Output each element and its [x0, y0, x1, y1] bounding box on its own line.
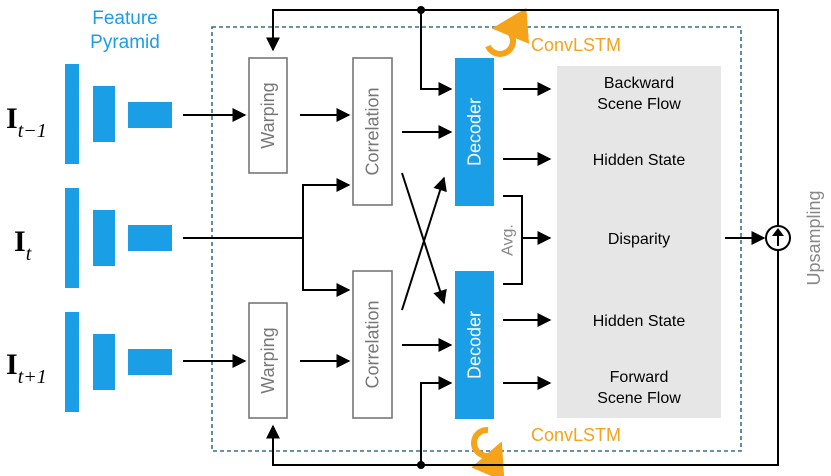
- junction-dot-top: [417, 6, 425, 14]
- svg-text:Decoder: Decoder: [465, 311, 485, 379]
- output-panel: [557, 66, 721, 418]
- output-forward-line2: Scene Flow: [597, 390, 681, 407]
- pyramid-t: [65, 188, 172, 288]
- convlstm-label-bottom: ConvLSTM: [531, 425, 621, 445]
- decoder-block-top: Decoder: [455, 58, 494, 206]
- input-label-t-plus-1: It+1: [6, 348, 47, 388]
- decoder-block-bottom: Decoder: [455, 271, 494, 419]
- svg-text:Correlation: Correlation: [363, 300, 383, 388]
- warping-block-bottom: Warping: [248, 302, 288, 419]
- input-label-t: It: [14, 225, 32, 265]
- input-label-t-minus-1: It−1: [6, 102, 47, 142]
- pyramid-t-plus-1: [65, 312, 172, 412]
- output-forward-line1: Forward: [610, 369, 669, 386]
- output-disparity: Disparity: [608, 231, 670, 248]
- pyramid-title-line2: Pyramid: [90, 32, 160, 53]
- junction-dot-bottom: [417, 461, 425, 469]
- warping-block-top: Warping: [248, 57, 288, 174]
- svg-text:Correlation: Correlation: [363, 87, 383, 175]
- output-hidden-state-bottom: Hidden State: [593, 313, 686, 330]
- svg-text:Warping: Warping: [258, 327, 278, 393]
- avg-label: Avg.: [500, 224, 517, 256]
- convlstm-label-top: ConvLSTM: [531, 35, 621, 55]
- svg-text:Decoder: Decoder: [465, 98, 485, 166]
- convlstm-loop-bottom: [471, 426, 505, 476]
- upsampling-label: Upsampling: [804, 190, 824, 285]
- svg-text:Warping: Warping: [258, 82, 278, 148]
- connection-lines: [183, 9, 779, 466]
- pyramid-title-line1: Feature: [92, 8, 157, 29]
- convlstm-loop-top: [485, 7, 530, 57]
- correlation-block-top: Correlation: [352, 57, 393, 206]
- pyramid-t-minus-1: [65, 64, 172, 164]
- correlation-block-bottom: Correlation: [352, 270, 393, 419]
- output-backward-line1: Backward: [604, 75, 674, 92]
- output-hidden-state-top: Hidden State: [593, 152, 686, 169]
- output-backward-line2: Scene Flow: [597, 96, 681, 113]
- upsampling-node: [765, 225, 791, 251]
